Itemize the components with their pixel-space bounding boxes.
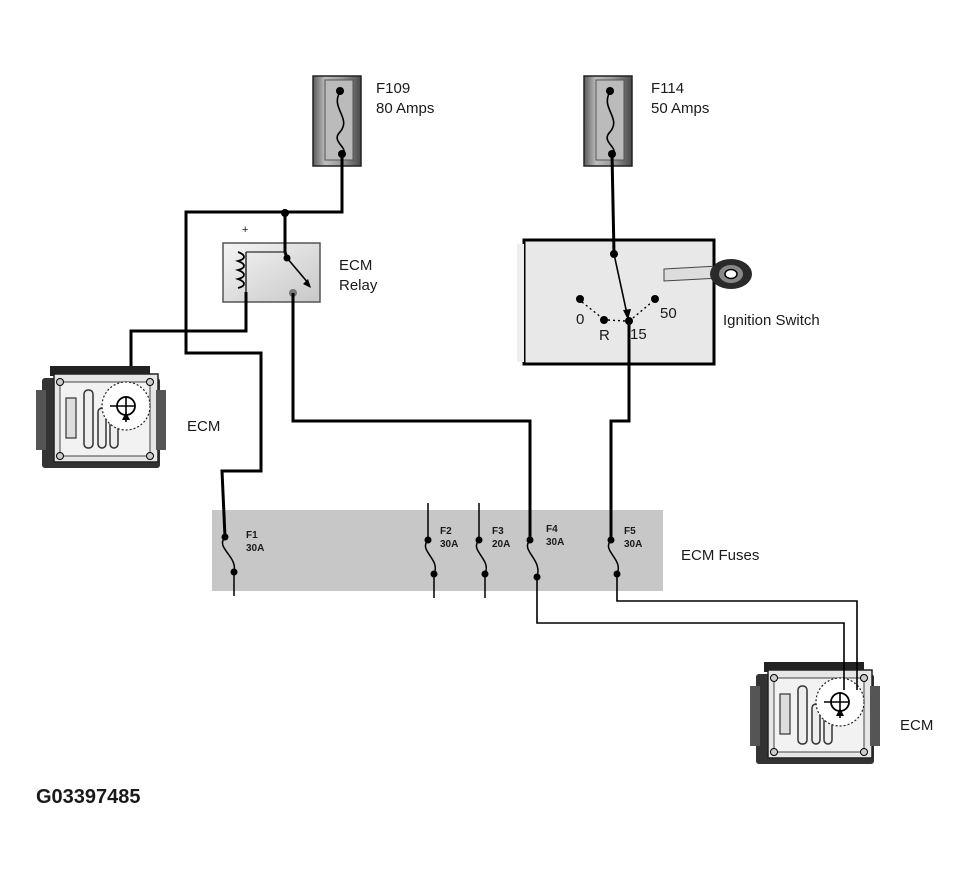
fuse-f3-rating: 20A xyxy=(492,539,510,550)
fuse-f109-name: F109 xyxy=(376,80,410,97)
ign-pos-0: 0 xyxy=(576,311,584,328)
ecm-relay xyxy=(222,242,321,303)
fuse-f1-rating: 30A xyxy=(246,543,264,554)
ign-pos-15: 15 xyxy=(630,326,647,343)
fuse-f4-rating: 30A xyxy=(546,537,564,548)
relay-plus-label: + xyxy=(242,224,248,236)
relay-label-line1: ECM xyxy=(339,257,372,274)
fuse-f114-name: F114 xyxy=(651,80,684,97)
fuse-f5-name: F5 xyxy=(624,526,636,537)
fuse-f2-rating: 30A xyxy=(440,539,458,550)
ignition-switch-label: Ignition Switch xyxy=(723,312,820,329)
ecm-top-label: ECM xyxy=(187,418,220,435)
ecm-unit-top xyxy=(35,365,167,469)
fuse-f2 xyxy=(424,503,438,598)
fuse-f109 xyxy=(312,75,362,167)
ecm-bottom-label: ECM xyxy=(900,717,933,734)
fuse-f114-rating: 50 Amps xyxy=(651,100,709,117)
fuse-f2-name: F2 xyxy=(440,526,452,537)
figure-id: G03397485 xyxy=(36,786,141,808)
fuse-f109-rating: 80 Amps xyxy=(376,100,434,117)
fuse-f114 xyxy=(583,75,633,167)
ignition-switch xyxy=(517,238,721,366)
fuse-f4-name: F4 xyxy=(546,524,558,535)
ecm-fuses-label: ECM Fuses xyxy=(681,547,759,564)
relay-label-line2: Relay xyxy=(339,277,378,294)
ign-pos-50: 50 xyxy=(660,305,677,322)
ecm-unit-bottom xyxy=(749,661,881,765)
fuse-f3-name: F3 xyxy=(492,526,504,537)
fuse-f5-rating: 30A xyxy=(624,539,642,550)
key-icon xyxy=(710,259,752,289)
fuse-f1-name: F1 xyxy=(246,530,258,541)
fuse-f3 xyxy=(475,503,489,598)
ecm-fuse-box xyxy=(212,510,663,591)
ign-pos-r: R xyxy=(599,327,610,344)
wiring xyxy=(129,153,858,690)
